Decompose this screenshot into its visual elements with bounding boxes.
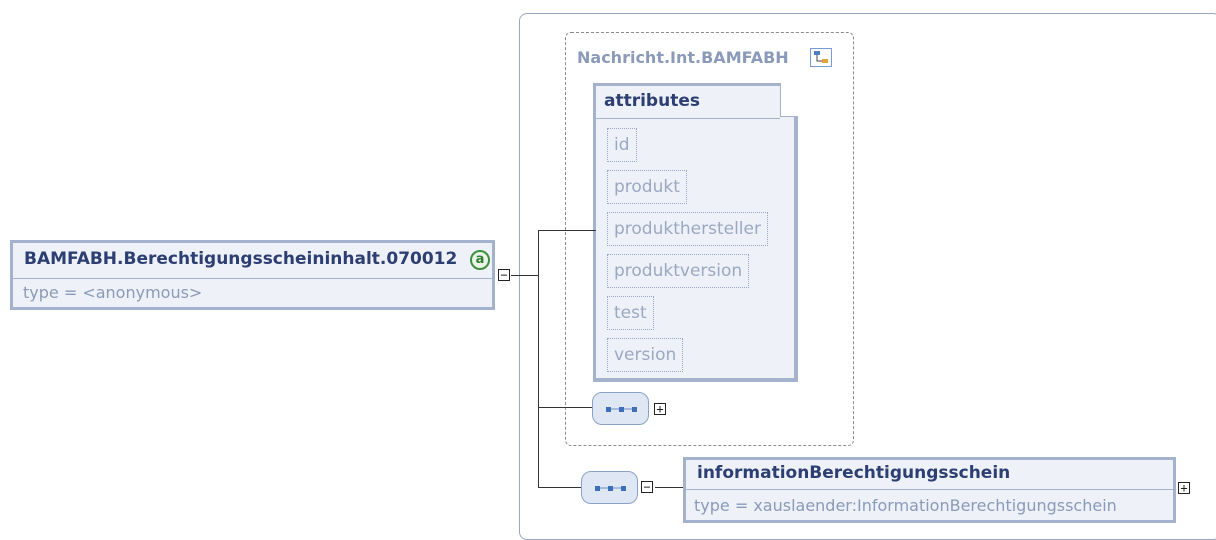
connector-to-attributes: [538, 230, 596, 231]
root-element-type-text: type = <anonymous>: [23, 283, 203, 302]
type-hierarchy-icon[interactable]: [810, 48, 832, 67]
connector-trunk: [538, 230, 539, 487]
sequence-icon: [595, 486, 626, 491]
connector-root-to-trunk: [511, 275, 538, 276]
child-element-type: type = xauslaender:InformationBerechtigu…: [686, 489, 1173, 520]
connector-to-child-element: [655, 487, 683, 488]
child-element-name: informationBerechtigungsschein: [697, 463, 1011, 483]
base-type-group: [565, 32, 854, 446]
child-element-type-text: type = xauslaender:InformationBerechtigu…: [694, 496, 1117, 515]
collapse-toggle-icon[interactable]: −: [641, 481, 653, 493]
attribute-version[interactable]: version: [607, 338, 684, 372]
attribute-produktversion[interactable]: produktversion: [607, 254, 750, 288]
expand-toggle-icon[interactable]: +: [1178, 482, 1190, 494]
connector-to-inner-sequence: [538, 407, 592, 408]
attribute-badge-label: a: [475, 252, 485, 267]
attribute-id[interactable]: id: [607, 128, 637, 162]
collapse-toggle-icon[interactable]: −: [498, 269, 510, 281]
root-element-box[interactable]: [10, 240, 495, 310]
child-element-box[interactable]: [683, 457, 1176, 523]
attribute-badge-icon: a: [470, 250, 490, 270]
sequence-icon: [606, 407, 637, 412]
base-type-title: Nachricht.Int.BAMFABH: [577, 48, 789, 67]
attribute-produkthersteller[interactable]: produkthersteller: [607, 212, 768, 246]
sequence-compositor-outer[interactable]: [581, 471, 638, 504]
attributes-divider: [596, 118, 780, 119]
attributes-header-notch: [780, 83, 798, 117]
root-element-name: BAMFABH.Berechtigungsscheininhalt.070012: [24, 249, 458, 269]
expand-toggle-icon[interactable]: +: [654, 403, 666, 415]
attribute-test[interactable]: test: [607, 296, 654, 330]
attributes-title: attributes: [604, 91, 700, 111]
connector-to-outer-sequence: [538, 487, 581, 488]
sequence-compositor-inner[interactable]: [592, 392, 649, 425]
attribute-produkt[interactable]: produkt: [607, 170, 687, 204]
root-element-type: type = <anonymous>: [13, 278, 492, 307]
